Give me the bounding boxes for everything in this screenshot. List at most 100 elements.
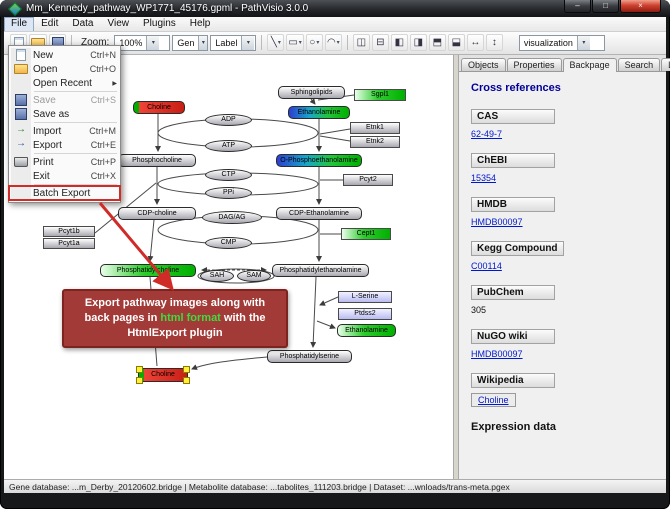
node-choline[interactable]: Choline [136,365,190,384]
node-l-serine[interactable]: L-Serine [338,290,392,303]
node-pcyt1b[interactable]: Pcyt1b [43,225,95,237]
tab-search[interactable]: Search [617,57,661,71]
menu-help[interactable]: Help [189,18,211,29]
node-ppi[interactable]: PPi [205,186,252,199]
node-sah[interactable]: SAH [200,269,234,282]
minimize-button[interactable]: – [564,0,591,13]
toolbar-separator [346,35,348,51]
node-cdp-choline[interactable]: CDP-choline [118,206,196,220]
chevron-down-icon[interactable]: ▾ [576,35,590,50]
zoom-combobox[interactable]: 100% ▾ [114,34,171,51]
node-cmp[interactable]: CMP [205,236,252,249]
menu-plugins[interactable]: Plugins [142,18,176,29]
arc-tool-button[interactable]: ◠▾ [324,34,342,52]
xref-id-cas[interactable]: 62-49-7 [471,128,503,139]
menu-file[interactable]: File [4,17,35,31]
selection-handle[interactable] [136,365,143,373]
sidebar: ObjectsPropertiesBackpageSearchLegend Cr… [459,54,670,480]
node-ptdss2[interactable]: Ptdss2 [338,307,392,320]
node-pcyt2[interactable]: Pcyt2 [343,173,393,186]
menu-view[interactable]: View [107,18,129,29]
node-phosphatidylserine[interactable]: Phosphatidylserine [267,349,352,363]
menu-edit[interactable]: Edit [41,18,59,29]
xref-id-chebi[interactable]: 15354 [471,172,497,183]
selection-handle[interactable] [183,365,190,373]
node-adp[interactable]: ADP [205,113,252,126]
close-button[interactable]: × [620,0,661,13]
menu-item-label: Exit [33,170,50,182]
common-height-button[interactable]: ↕ [485,34,503,52]
tab-objects[interactable]: Objects [461,57,506,71]
node-o-phosphoethanolamine[interactable]: O-Phosphoethanolamine [276,153,362,167]
common-width-button[interactable]: ↔ [466,34,484,52]
node-ethanolamine[interactable]: Ethanolamine [337,323,396,337]
align-top-button[interactable]: ⬒ [428,34,446,52]
tab-properties[interactable]: Properties [506,57,562,71]
label-tool-combobox[interactable]: Label ▾ [210,34,257,51]
align-bottom-button[interactable]: ⬓ [447,34,465,52]
node-pcyt1a[interactable]: Pcyt1a [43,237,95,249]
menu-data[interactable]: Data [72,18,94,29]
datanode-type-combobox[interactable]: Gen ▾ [172,34,209,51]
align-center-x-button[interactable]: ◫ [352,34,370,52]
tab-legend[interactable]: Legend [661,57,670,71]
align-center-x-icon: ◫ [356,37,367,49]
oval-tool-button[interactable]: ○▾ [305,34,323,52]
node-sam[interactable]: SAM [237,269,271,282]
chevron-down-icon[interactable]: ▾ [198,35,208,50]
node-cdp-ethanolamine[interactable]: CDP-Ethanolamine [276,206,362,220]
xref-id-hmdb[interactable]: HMDB00097 [471,216,523,227]
visualization-value: visualization [523,37,573,48]
chevron-down-icon[interactable]: ▾ [241,35,255,50]
align-right-button[interactable]: ◨ [409,34,427,52]
maximize-button[interactable]: □ [592,0,619,13]
menu-item-label: Save [33,94,56,106]
node-phosphatidylcholine[interactable]: Phosphatidylcholine [100,263,196,277]
node-atp[interactable]: ATP [205,139,252,152]
xref-id-nugo-wiki[interactable]: HMDB00097 [471,348,523,359]
menu-item-save-as[interactable]: Save as [9,107,120,121]
node-phosphatidylethanolamine[interactable]: Phosphatidylethanolamine [272,263,369,277]
splitter-handle[interactable] [453,54,459,480]
align-center-y-button[interactable]: ⊟ [371,34,389,52]
node-ethanolamine[interactable]: Ethanolamine [288,105,350,119]
align-left-button[interactable]: ◧ [390,34,408,52]
node-cept1[interactable]: Cept1 [341,227,391,240]
node-sgpl1[interactable]: Sgpl1 [354,88,406,101]
rectangle-tool-button[interactable]: ▭▾ [286,34,304,52]
chevron-down-icon[interactable]: ▾ [146,35,160,50]
node-phosphocholine[interactable]: Phosphocholine [118,153,196,167]
node-dag-ag[interactable]: DAG/AG [202,210,262,224]
expression-data-heading: Expression data [471,420,556,433]
node-sphingolipids[interactable]: Sphingolipids [278,85,345,99]
xref-id-wikipedia[interactable]: Choline [471,392,516,407]
menu-item-batch-export[interactable]: Batch Export [8,185,121,201]
visualization-combobox[interactable]: visualization ▾ [518,34,605,51]
xref-id-kegg-compound[interactable]: C00114 [471,260,502,271]
node-choline[interactable]: Choline [133,100,185,114]
menu-item-open-recent[interactable]: Open Recent▶ [9,76,120,90]
selection-handle[interactable] [136,376,143,384]
blank-icon [12,187,30,199]
line-tool-button[interactable]: ╲▾ [267,34,285,52]
menu-item-label: Import [33,125,62,137]
tab-backpage[interactable]: Backpage [562,57,617,72]
node-etnk2[interactable]: Etnk2 [350,135,400,148]
node-etnk1[interactable]: Etnk1 [350,121,400,134]
selection-handle[interactable] [183,376,190,384]
node-ctp[interactable]: CTP [205,168,252,181]
